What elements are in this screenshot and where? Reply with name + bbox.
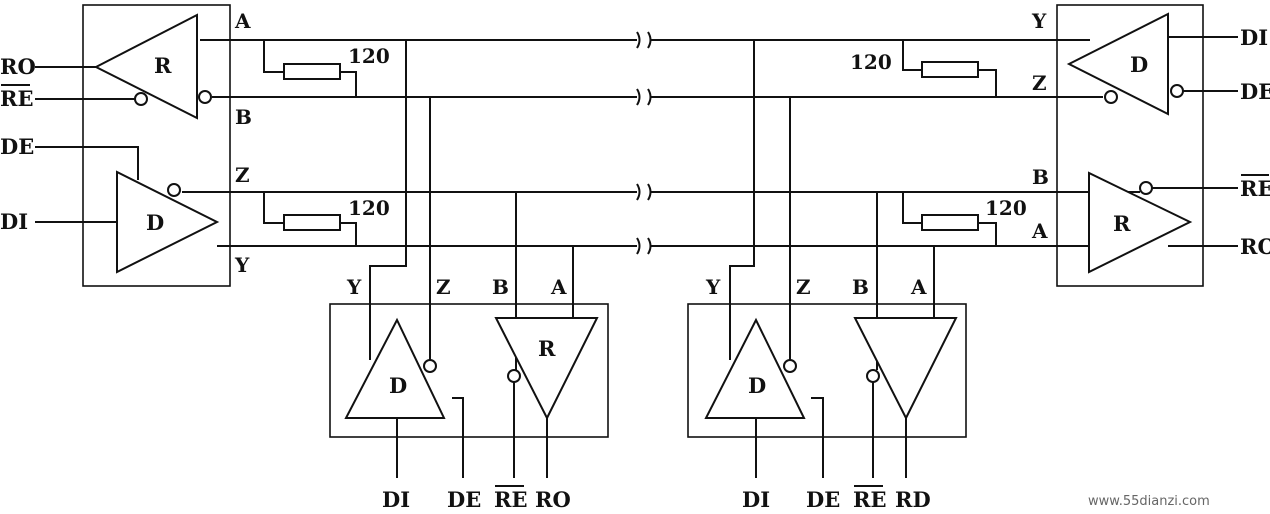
slave1-de-wire [452, 397, 464, 478]
right-receiver-label: R [1113, 211, 1131, 236]
right-terminator-bottom-value: 120 [985, 196, 1027, 220]
right-term-bottom-wire-b [978, 222, 997, 246]
left-term-top-wire [263, 40, 284, 73]
left-driver-triangle [116, 170, 220, 274]
left-node: R D A B Z Y RO RE DE DI 120 120 [0, 4, 390, 287]
left-receiver-label: R [154, 53, 172, 78]
slave2-rd-label: RD [895, 487, 931, 512]
break-marks [636, 31, 652, 255]
right-driver-enable-bubble [1170, 84, 1184, 98]
left-receiver-triangle [93, 13, 198, 120]
slave2-pin-a: A [910, 275, 927, 299]
slave1-driver-z-bubble [423, 359, 437, 373]
right-pin-b: B [1032, 165, 1049, 189]
left-pin-y: Y [234, 253, 250, 277]
left-terminator-top-value: 120 [348, 44, 390, 68]
slave2-de-wire [811, 397, 824, 478]
right-driver-z-bubble [1104, 90, 1118, 104]
slave1-ro-label: RO [535, 487, 571, 512]
left-ro-label: RO [0, 54, 36, 79]
slave1-frame [329, 303, 609, 438]
slave1-driver-triangle [344, 317, 446, 419]
slave-node-1: D R Y Z B A DI DE RE RO [329, 40, 609, 512]
right-di-label: DI [1240, 25, 1268, 50]
right-ro-label: RO [1240, 234, 1270, 259]
slave2-receiver-enable-bubble [866, 369, 880, 383]
left-driver-z-bubble [167, 183, 181, 197]
left-receiver-b-bubble [198, 90, 212, 104]
bus-lines [182, 39, 1140, 247]
break-mark [636, 237, 652, 255]
slave1-receiver-enable-bubble [507, 369, 521, 383]
wire-de-left [35, 146, 139, 180]
right-driver-triangle [1066, 12, 1169, 116]
slave1-pin-y: Y [346, 275, 362, 299]
slave2-pin-z: Z [796, 275, 811, 299]
right-receiver-enable-bubble [1139, 181, 1153, 195]
break-mark [636, 88, 652, 106]
right-pin-a: A [1031, 219, 1048, 243]
slave1-de-label: DE [447, 487, 481, 512]
right-term-top-wire [902, 40, 922, 71]
slave2-de-label: DE [806, 487, 840, 512]
right-terminator-top [921, 61, 979, 78]
slave1-driver-label: D [389, 373, 407, 398]
left-terminator-bottom [283, 214, 341, 231]
right-pin-z: Z [1032, 71, 1047, 95]
slave1-di-label: DI [382, 487, 410, 512]
left-terminator-top [283, 63, 341, 80]
slave1-receiver-triangle [494, 317, 599, 421]
slave1-tap-y [369, 40, 407, 360]
left-pin-b: B [235, 105, 252, 129]
break-mark [636, 31, 652, 49]
left-driver-label: D [146, 210, 164, 235]
right-term-top-wire-b [978, 69, 997, 97]
slave1-re-label: RE [494, 487, 527, 512]
left-term-bottom-wire [263, 192, 284, 224]
slave-node-2: D Y Z B A DI DE RE RD [687, 40, 967, 512]
right-receiver-triangle [1088, 171, 1193, 274]
left-pin-a: A [234, 9, 251, 33]
slave2-driver-z-bubble [783, 359, 797, 373]
left-node-frame [82, 4, 231, 287]
left-term-top-wire-b [340, 71, 357, 97]
slave2-pin-y: Y [705, 275, 721, 299]
slave2-tap-y [729, 40, 755, 360]
left-pin-z: Z [235, 163, 250, 187]
left-receiver-enable-bubble [134, 92, 148, 106]
left-di-label: DI [0, 209, 28, 234]
watermark: www.55dianzi.com [1088, 494, 1210, 509]
slave2-re-label: RE [853, 487, 886, 512]
slave1-pin-a: A [550, 275, 567, 299]
slave1-pin-b: B [492, 275, 509, 299]
slave2-driver-label: D [748, 373, 766, 398]
left-de-label: DE [0, 134, 34, 159]
right-pin-y: Y [1031, 9, 1047, 33]
left-term-bottom-wire-b [340, 222, 357, 246]
slave2-receiver-triangle [853, 317, 958, 421]
slave2-frame [687, 303, 967, 438]
left-terminator-bottom-value: 120 [348, 196, 390, 220]
slave1-pin-z: Z [436, 275, 451, 299]
right-re-label: RE [1240, 176, 1270, 201]
right-terminator-top-value: 120 [850, 50, 892, 74]
slave1-receiver-label: R [538, 336, 556, 361]
slave2-di-label: DI [742, 487, 770, 512]
right-node-frame [1056, 4, 1204, 287]
slave2-pin-b: B [852, 275, 869, 299]
right-node: D R Y Z B A DI DE RE RO 120 120 [850, 4, 1270, 287]
right-de-label: DE [1240, 79, 1270, 104]
right-term-bottom-wire [902, 192, 922, 224]
break-mark [636, 183, 652, 201]
right-driver-label: D [1130, 52, 1148, 77]
left-re-label: RE [0, 86, 33, 111]
right-terminator-bottom [921, 214, 979, 231]
